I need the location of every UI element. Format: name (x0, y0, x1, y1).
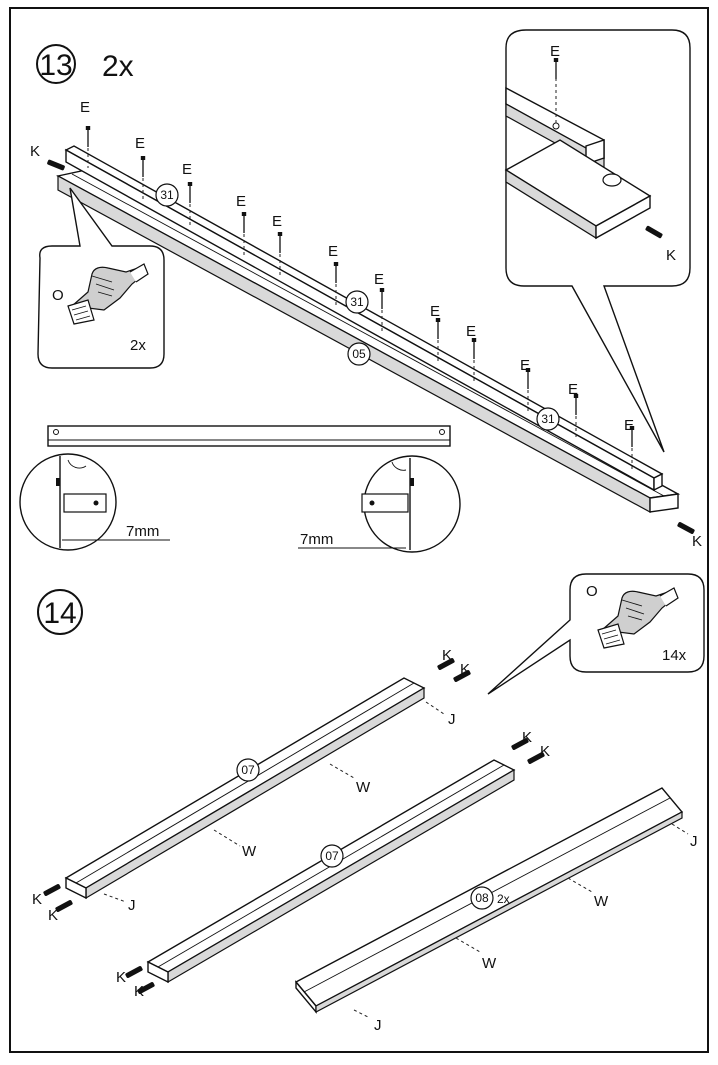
screw-icon (140, 155, 146, 178)
screw-label: E (374, 271, 384, 288)
hole-label-j: J (128, 897, 136, 914)
glue-label: O (52, 287, 64, 304)
screw-label: E (182, 161, 192, 178)
dowel-label: K (442, 647, 452, 664)
dowel-label: K (32, 891, 42, 908)
screw-label: E (328, 243, 338, 260)
glue-label: O (586, 583, 598, 600)
groove-label-w: W (482, 955, 497, 972)
step-13-number-circle (36, 44, 76, 84)
part-05-callout: 05 (352, 347, 366, 361)
screw-label: E (272, 213, 282, 230)
zoom-left: 7mm (19, 453, 170, 551)
hole-label-j: J (690, 833, 698, 850)
screw-label: E (80, 99, 90, 116)
step-14-number: 14 (43, 597, 76, 630)
screw-label: E (135, 135, 145, 152)
beam-assembly (56, 145, 681, 514)
dowel-label: K (134, 983, 144, 1000)
dowel-label: K (692, 533, 702, 550)
dowel-label: K (522, 729, 532, 746)
part-08-callout: 08 (475, 891, 489, 905)
dowel-label: K (540, 743, 550, 760)
dowel-label: K (460, 661, 470, 678)
hole-label-j: J (448, 711, 456, 728)
screw-icon (187, 181, 193, 204)
glue-quantity: 2x (130, 337, 146, 354)
screw-icon (277, 231, 283, 254)
step-14: 14 O 14x 07 K K J W W K (32, 573, 705, 1034)
part-31-callout: 31 (350, 295, 364, 309)
screws-e: E E E E E E E E E (80, 99, 635, 470)
dowel-label: K (116, 969, 126, 986)
part-07-callout: 07 (325, 849, 339, 863)
screw-label: E (236, 193, 246, 210)
screw-icon (435, 317, 441, 340)
step-13-number: 13 (39, 49, 72, 82)
flat-beam-view (47, 425, 451, 447)
screw-label: E (550, 43, 560, 60)
page-frame (9, 7, 709, 1053)
zoom-right: 7mm (298, 455, 461, 553)
dowel-label: K (48, 907, 58, 924)
glue-callout-2x: O 2x (37, 187, 165, 369)
step-14-number-circle (37, 589, 83, 635)
dowel-label: K (30, 143, 40, 160)
screw-label: E (624, 417, 634, 434)
dowel-icon (124, 965, 144, 979)
screw-label: E (466, 323, 476, 340)
screw-icon (379, 287, 385, 310)
screw-icon (85, 125, 91, 148)
groove-label-w: W (594, 893, 609, 910)
glue-callout-14x: O 14x (487, 573, 705, 695)
dowel-icon (46, 159, 66, 171)
detail-callout: E K (504, 29, 691, 453)
step-13: 13 2x E E E E (19, 29, 702, 553)
beam-end-face (649, 493, 679, 513)
screw-label: E (520, 357, 530, 374)
measurement-label: 7mm (300, 531, 333, 548)
hole-label-j: J (374, 1017, 382, 1034)
part-08-quantity: 2x (497, 892, 510, 906)
groove-label-w: W (242, 843, 257, 860)
measurement-label: 7mm (126, 523, 159, 540)
slat-panel: 08 2x J W W J (294, 787, 698, 1034)
part-31-callout: 31 (160, 188, 174, 202)
glue-quantity: 14x (662, 647, 687, 664)
part-07-callout: 07 (241, 763, 255, 777)
dowel-label: K (666, 247, 676, 264)
step-13-quantity: 2x (102, 50, 134, 83)
dowel-icon (42, 883, 62, 897)
screw-icon (241, 211, 247, 234)
screw-icon (333, 261, 339, 284)
side-rail-lower: 07 K K K K (116, 729, 550, 1000)
groove-label-w: W (356, 779, 371, 796)
rail-callouts: 31 31 31 05 (155, 183, 560, 431)
screw-label: E (568, 381, 578, 398)
screw-label: E (430, 303, 440, 320)
screw-icon (471, 337, 477, 360)
side-rail-upper: 07 K K J W W K K J (32, 647, 472, 924)
part-31-callout: 31 (541, 412, 555, 426)
